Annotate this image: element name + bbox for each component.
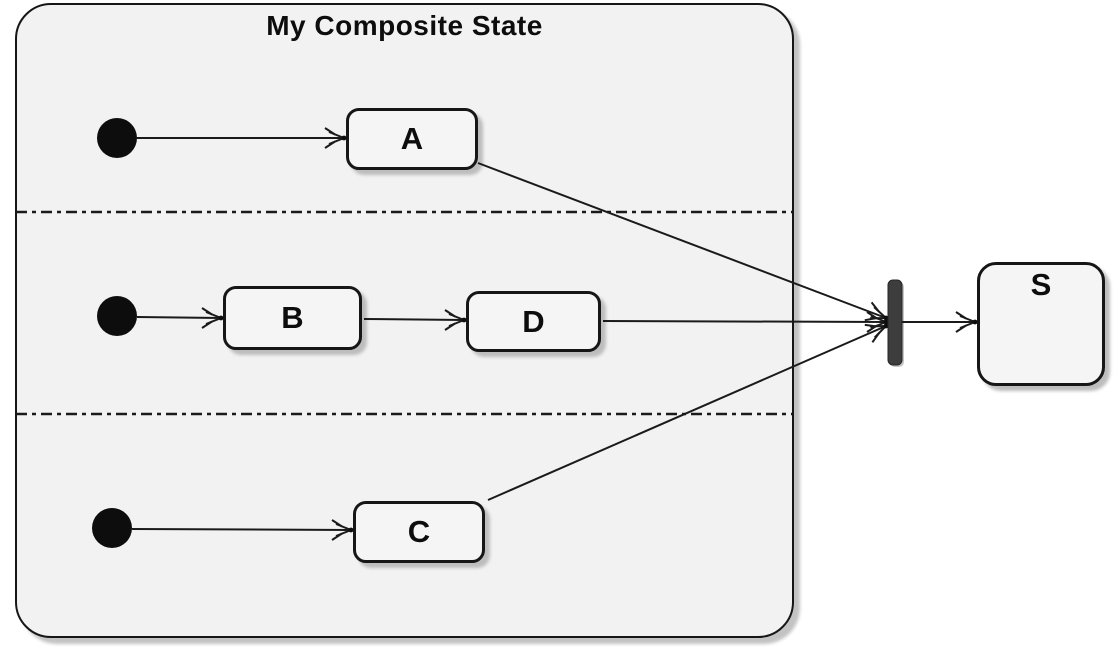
state-b: B: [223, 286, 362, 350]
state-c: C: [353, 501, 485, 563]
transition-join-to-s: [902, 311, 978, 333]
join-node: [887, 279, 904, 367]
state-b-label: B: [281, 300, 304, 335]
state-a: A: [346, 108, 478, 170]
composite-state-title: My Composite State: [266, 10, 543, 41]
state-a-label: A: [400, 121, 424, 156]
state-s: S: [977, 262, 1105, 386]
state-d: D: [466, 291, 601, 352]
state-c-label: C: [407, 514, 431, 549]
state-s-label: S: [1030, 267, 1052, 302]
state-d-label: D: [522, 303, 545, 339]
